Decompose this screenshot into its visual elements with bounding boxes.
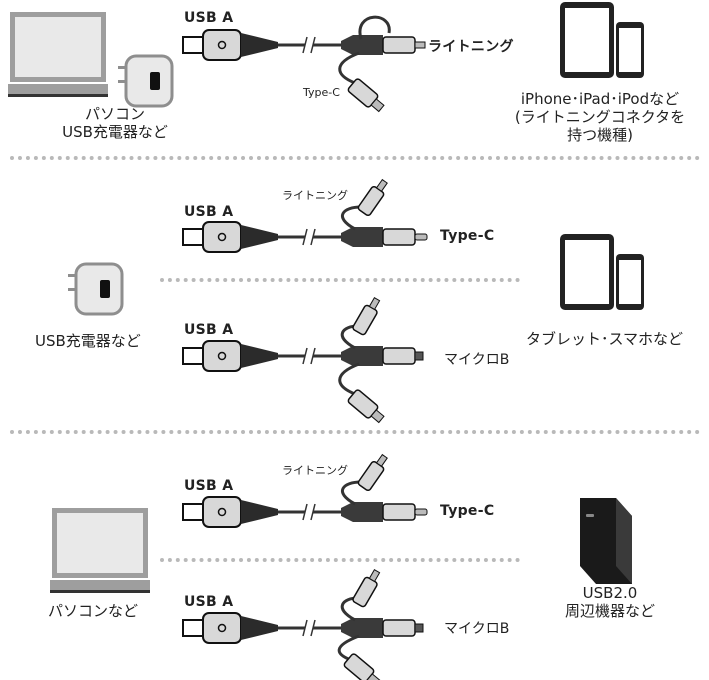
usb-a-label-1: USB A xyxy=(184,10,234,26)
laptop-icon xyxy=(8,12,108,97)
source-label-2: USB充電器など xyxy=(35,332,141,350)
target-label-2: タブレット･スマホなど xyxy=(526,330,684,348)
row-divider-3 xyxy=(160,558,520,562)
usb-a-label-2: USB A xyxy=(184,204,234,220)
lightning-label-4: ライトニング xyxy=(282,464,348,477)
usb-peripheral-tower-icon xyxy=(580,498,632,584)
connector-label-typec-4: Type-C xyxy=(440,503,495,519)
section-divider-1 xyxy=(10,156,700,160)
usb-a-label-4: USB A xyxy=(184,478,234,494)
connector-label-microb-3: マイクロB xyxy=(444,352,510,368)
target-label-1: iPhone･iPad･iPodなど (ライトニングコネクタを 持つ機種) xyxy=(514,90,686,144)
source-label-1: パソコン USB充電器など xyxy=(62,105,168,141)
usb-charger-icon-2 xyxy=(68,262,124,316)
tablet-phone-icon-2 xyxy=(560,234,644,310)
usb-charger-icon xyxy=(118,54,174,108)
laptop-icon-2 xyxy=(50,508,150,593)
section-divider-2 xyxy=(10,430,700,434)
source-label-3: パソコンなど xyxy=(48,602,139,620)
target-label-3: USB2.0 周辺機器など xyxy=(564,584,655,620)
connector-label-lightning-1: ライトニング xyxy=(428,39,514,55)
lightning-label-2: ライトニング xyxy=(282,189,348,202)
connector-label-typec-2: Type-C xyxy=(440,228,495,244)
usb-a-label-5: USB A xyxy=(184,594,234,610)
type-c-label-1: Type-C xyxy=(303,86,340,99)
row-divider-2 xyxy=(160,278,520,282)
tablet-phone-icon xyxy=(560,2,644,78)
usb-a-label-3: USB A xyxy=(184,322,234,338)
connector-label-microb-5: マイクロB xyxy=(444,621,510,637)
